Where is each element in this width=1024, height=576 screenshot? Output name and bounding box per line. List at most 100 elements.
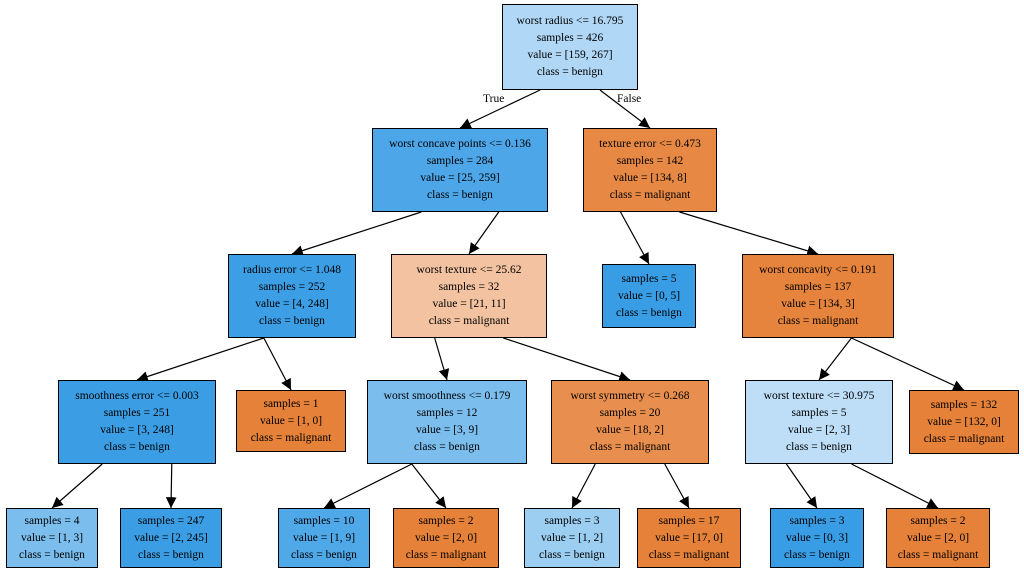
node-line: worst concave points <= 0.136 — [389, 138, 531, 150]
tree-node-n1: worst concave points <= 0.136 samples = 2… — [372, 128, 548, 212]
edge-n14-n16 — [679, 211, 819, 257]
node-line: class = benign — [19, 548, 85, 561]
node-line: class = malignant — [589, 441, 671, 453]
node-line: worst texture <= 30.975 — [763, 390, 875, 402]
edge-n3-n4 — [51, 463, 103, 509]
node-line: samples = 3 — [789, 514, 845, 527]
node-line: samples = 10 — [293, 514, 355, 527]
node-line: value = [4, 248] — [255, 298, 329, 310]
edge-n8-n10 — [411, 463, 447, 509]
edge-n1-n2 — [291, 211, 422, 256]
node-line: value = [1, 3] — [20, 531, 84, 544]
node-line: value = [134, 8] — [613, 172, 687, 184]
node-line: samples = 1 — [263, 397, 319, 410]
edge-n3-n5 — [165, 463, 177, 509]
edge-n17-n18 — [785, 463, 818, 509]
node-line: samples = 284 — [426, 155, 494, 167]
node-line: value = [159, 267] — [527, 49, 613, 61]
edge-n14-n15 — [619, 211, 650, 265]
edge-n2-n6 — [263, 337, 292, 391]
tree-node-n6: samples = 1 value = [1, 0] class = maligna… — [236, 390, 346, 452]
node-line: class = benign — [291, 548, 357, 561]
node-line: value = [1, 0] — [259, 414, 323, 427]
node-line: class = benign — [537, 66, 603, 78]
edge-n16-n20 — [851, 337, 965, 391]
node-line: class = malignant — [609, 189, 691, 201]
node-line: class = malignant — [923, 432, 1005, 445]
node-line: class = malignant — [428, 315, 510, 327]
edge-n8-n9 — [323, 463, 413, 509]
node-line: texture error <= 0.473 — [599, 138, 701, 150]
node-line: samples = 2 — [418, 514, 474, 527]
node-line: samples = 252 — [258, 281, 326, 293]
node-line: value = [25, 259] — [420, 172, 500, 184]
node-line: value = [0, 3] — [785, 531, 849, 544]
node-line: value = [2, 3] — [787, 424, 851, 436]
node-line: samples = 132 — [930, 398, 998, 411]
node-line: value = [2, 0] — [414, 531, 478, 544]
node-line: radius error <= 1.048 — [243, 264, 341, 276]
node-line: value = [2, 245] — [134, 531, 208, 544]
tree-node-n17: worst texture <= 30.975 samples = 5 value … — [745, 380, 893, 464]
node-line: worst concavity <= 0.191 — [759, 264, 877, 276]
node-line: value = [2, 0] — [906, 531, 970, 544]
node-line: class = benign — [138, 548, 204, 561]
node-line: samples = 426 — [536, 32, 604, 44]
tree-node-n5: samples = 247 value = [2, 245] class = ben… — [120, 508, 222, 568]
node-line: class = benign — [414, 441, 480, 453]
tree-node-n13: samples = 17 value = [17, 0] class = malig… — [637, 508, 741, 568]
node-line: class = benign — [539, 548, 605, 561]
node-line: value = [17, 0] — [655, 531, 723, 544]
node-line: samples = 5 — [791, 407, 847, 419]
edge-n11-n12 — [571, 463, 596, 509]
node-line: class = malignant — [250, 431, 332, 444]
node-line: samples = 251 — [103, 407, 171, 419]
node-line: samples = 20 — [599, 407, 661, 419]
edge-n2-n3 — [136, 337, 265, 382]
node-line: samples = 3 — [544, 514, 600, 527]
node-line: class = malignant — [897, 548, 979, 561]
node-line: samples = 137 — [784, 281, 852, 293]
node-line: samples = 5 — [621, 272, 677, 285]
node-line: value = [132, 0] — [927, 415, 1001, 428]
node-line: value = [3, 9] — [415, 424, 479, 436]
node-line: class = malignant — [648, 548, 730, 561]
tree-node-n10: samples = 2 value = [2, 0] class = maligna… — [393, 508, 499, 568]
node-line: worst texture <= 25.62 — [416, 264, 522, 276]
node-line: class = benign — [104, 441, 170, 453]
node-line: smoothness error <= 0.003 — [75, 390, 199, 402]
edge-label-true: True — [483, 93, 505, 105]
node-line: samples = 17 — [658, 514, 720, 527]
edge-n17-n19 — [851, 463, 939, 509]
edge-n0-n14 — [599, 89, 651, 129]
tree-node-n8: worst smoothness <= 0.179 samples = 12 val… — [367, 380, 527, 464]
node-line: worst smoothness <= 0.179 — [383, 390, 511, 402]
edge-n0-n1 — [459, 89, 541, 129]
edge-n1-n7 — [468, 211, 500, 255]
edge-n7-n8 — [434, 337, 450, 381]
edge-n11-n13 — [664, 463, 690, 509]
edge-n16-n17 — [818, 337, 852, 381]
node-line: samples = 32 — [438, 281, 500, 293]
node-line: samples = 12 — [416, 407, 478, 419]
tree-node-n2: radius error <= 1.048 samples = 252 value … — [228, 254, 356, 338]
node-line: value = [1, 9] — [292, 531, 356, 544]
node-line: class = benign — [616, 306, 682, 319]
node-line: class = malignant — [405, 548, 487, 561]
tree-node-n20: samples = 132 value = [132, 0] class = mal… — [909, 390, 1019, 454]
node-line: value = [18, 2] — [596, 424, 664, 436]
node-line: class = benign — [259, 315, 325, 327]
node-line: samples = 247 — [137, 514, 205, 527]
edge-label-false: False — [617, 93, 642, 105]
